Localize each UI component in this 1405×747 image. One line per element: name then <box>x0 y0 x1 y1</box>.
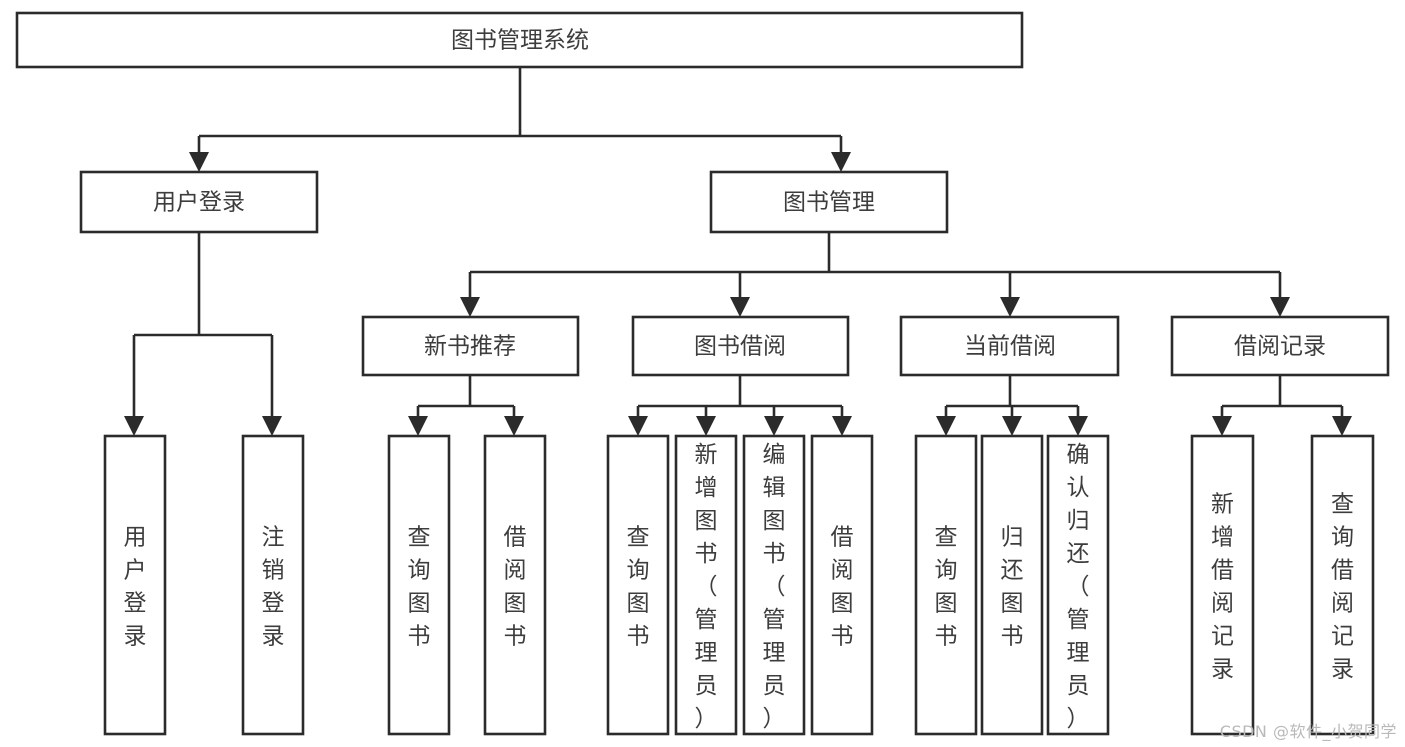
node-leaf-logout[interactable] <box>241 434 305 736</box>
node-root[interactable]: 图书管理系统 <box>15 11 1024 69</box>
node-leaf-add-book[interactable] <box>674 434 738 736</box>
node-leaf-query-book-3[interactable] <box>914 434 978 736</box>
node-book-borrow-label: 图书借阅 <box>694 334 786 360</box>
node-leaf-add-book-label: 新增图书（管理员） <box>695 442 718 732</box>
node-leaf-logout-label: 注销登录 <box>262 524 285 649</box>
node-borrow-record[interactable]: 借阅记录 <box>1170 315 1390 377</box>
node-user-login[interactable]: 用户登录 <box>79 170 319 234</box>
node-leaf-borrow-book-1[interactable] <box>483 434 547 736</box>
node-leaf-borrow-book-2[interactable] <box>810 434 874 736</box>
node-book-manage[interactable]: 图书管理 <box>709 170 949 234</box>
node-leaf-return-book-label: 归还图书 <box>1001 524 1024 649</box>
node-leaf-borrow-book-1-label: 借阅图书 <box>504 524 527 649</box>
node-leaf-query-book-2[interactable] <box>606 434 670 736</box>
connector-borrow-record-to-leaves <box>1212 375 1352 436</box>
node-leaf-confirm-return[interactable] <box>1046 434 1110 736</box>
node-book-manage-label: 图书管理 <box>783 190 875 216</box>
node-leaf-query-book-1[interactable] <box>387 434 451 736</box>
node-leaf-confirm-return-label: 确认归还（管理员） <box>1067 442 1090 732</box>
node-leaf-query-book-2-label: 查询图书 <box>627 524 650 649</box>
node-new-book-recommend[interactable]: 新书推荐 <box>361 315 580 377</box>
node-book-borrow[interactable]: 图书借阅 <box>631 315 850 377</box>
connector-new-book-recommend-to-leaves <box>408 375 524 436</box>
node-leaf-query-record[interactable] <box>1310 434 1375 736</box>
node-leaf-edit-book[interactable] <box>742 434 806 736</box>
node-leaf-borrow-book-2-label: 借阅图书 <box>831 524 854 649</box>
node-leaf-query-book-3-label: 查询图书 <box>935 524 958 649</box>
node-new-book-recommend-label: 新书推荐 <box>424 334 516 360</box>
node-leaf-return-book[interactable] <box>980 434 1044 736</box>
connector-current-borrow-to-leaves <box>936 375 1088 436</box>
node-root-label: 图书管理系统 <box>451 28 589 54</box>
node-current-borrow[interactable]: 当前借阅 <box>899 315 1120 377</box>
connector-root-to-level2 <box>189 67 851 172</box>
node-leaf-add-record-label: 新增借阅记录 <box>1211 491 1234 682</box>
node-user-login-label: 用户登录 <box>153 190 245 216</box>
node-leaf-edit-book-label: 编辑图书（管理员） <box>763 442 786 732</box>
node-leaf-query-book-1-label: 查询图书 <box>408 524 431 649</box>
connector-layer <box>124 67 1352 436</box>
node-leaf-user-login-label: 用户登录 <box>124 524 147 649</box>
node-current-borrow-label: 当前借阅 <box>964 334 1056 360</box>
vertical-label-layer: 用户登录 注销登录 查询图书 借阅图书 查询图书 新增图书（管理员） 编辑图书（管理员） 借阅… <box>124 442 1355 732</box>
node-borrow-record-label: 借阅记录 <box>1234 334 1326 360</box>
node-leaf-user-login[interactable] <box>103 434 167 736</box>
node-leaf-query-record-label: 查询借阅记录 <box>1331 491 1354 682</box>
connector-user-login-to-leaves <box>124 232 282 436</box>
node-leaf-add-record[interactable] <box>1190 434 1255 736</box>
connector-book-borrow-to-leaves <box>628 375 852 436</box>
watermark: CSDN @软件_小贺同学 <box>1219 722 1397 741</box>
connector-book-manage-to-level3 <box>460 232 1290 317</box>
